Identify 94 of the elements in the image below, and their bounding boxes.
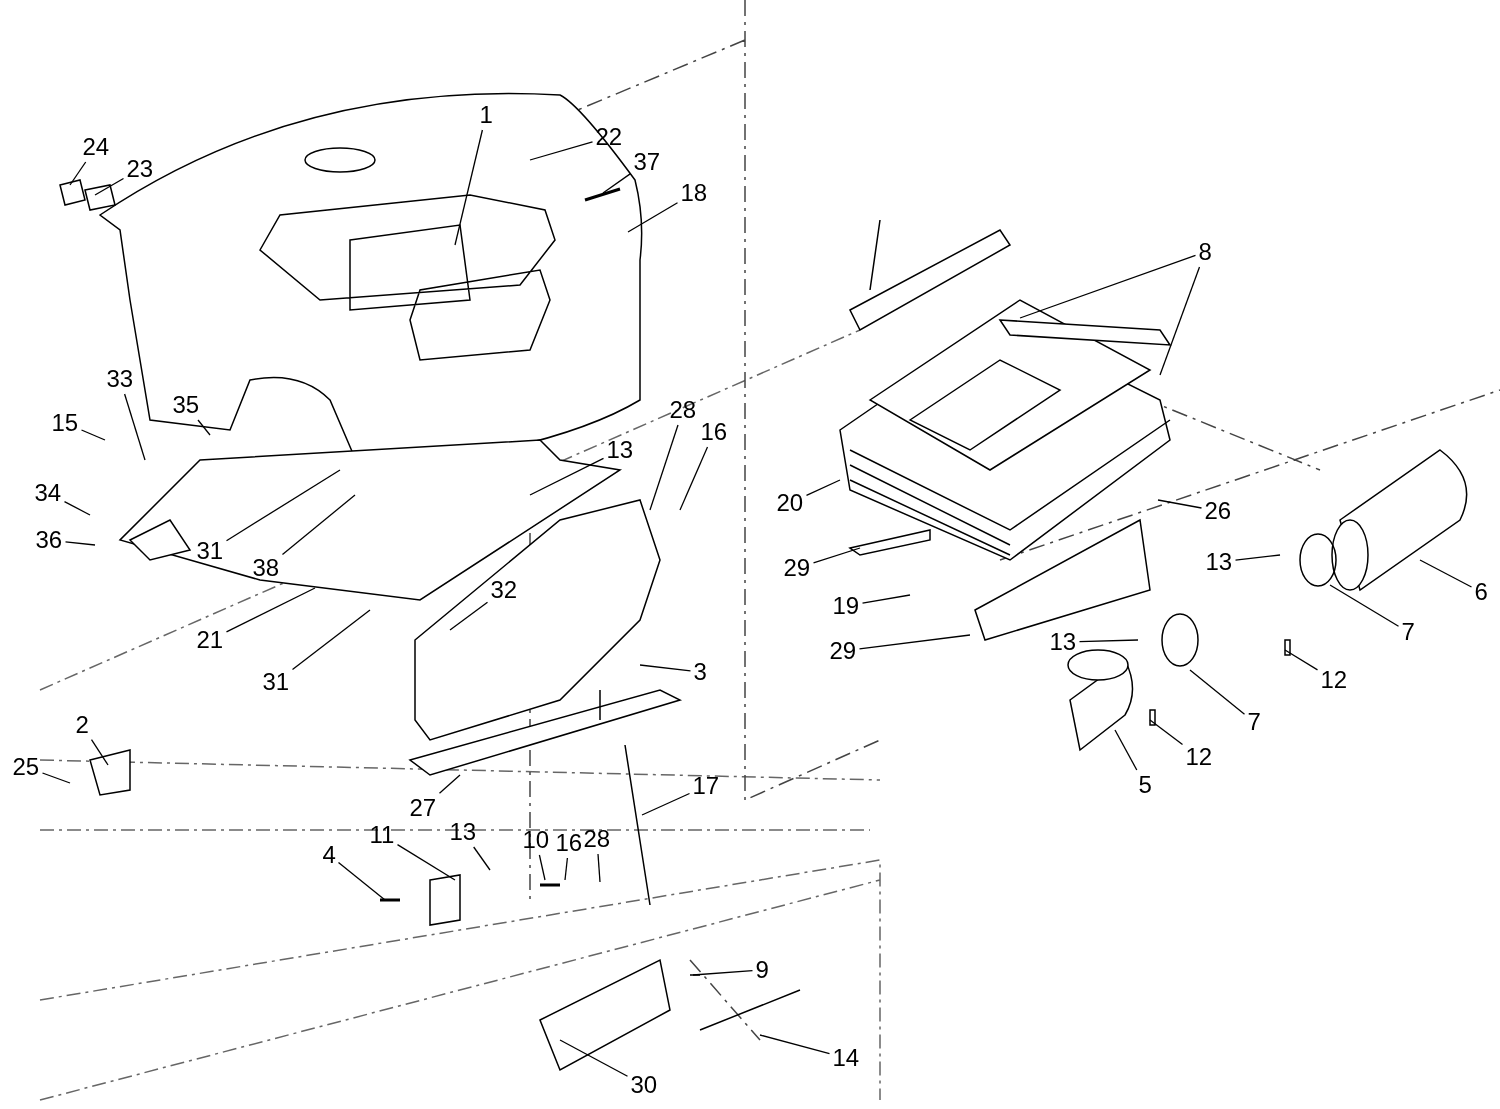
callout-number: 25 — [11, 754, 41, 780]
callout-number: 7 — [1246, 709, 1262, 735]
callout-number: 29 — [828, 638, 858, 664]
leader-line — [649, 424, 679, 511]
callout-number: 20 — [775, 490, 805, 516]
callout-number: 12 — [1319, 667, 1349, 693]
leader-line — [639, 664, 692, 672]
leader-line — [1114, 729, 1138, 771]
callout-number: 3 — [692, 659, 708, 685]
leader-line — [641, 792, 691, 816]
callout-number: 23 — [125, 156, 155, 182]
leader-line — [812, 547, 861, 564]
leader-line — [64, 541, 96, 546]
callout-number: 36 — [34, 527, 64, 553]
leader-line — [1019, 254, 1197, 319]
callout-number: 29 — [782, 555, 812, 581]
leader-line — [1284, 649, 1319, 671]
callout-number: 26 — [1203, 498, 1233, 524]
callout-number: 6 — [1473, 579, 1489, 605]
callout-number: 37 — [632, 149, 662, 175]
leader-line — [281, 494, 356, 556]
leader-line — [225, 469, 341, 542]
callout-number: 28 — [668, 397, 698, 423]
leader-line — [449, 601, 489, 631]
callout-number: 12 — [1184, 744, 1214, 770]
leader-line — [759, 1034, 831, 1055]
leader-line — [529, 141, 594, 161]
callout-number: 21 — [195, 627, 225, 653]
leader-line — [454, 129, 484, 246]
callout-number: 11 — [368, 822, 396, 848]
leader-line — [90, 738, 109, 766]
callout-number: 2 — [74, 712, 90, 738]
leader-line — [692, 970, 754, 976]
callout-number: 7 — [1400, 619, 1416, 645]
callout-number: 13 — [1048, 629, 1078, 655]
leader-line — [337, 861, 386, 901]
callout-number: 13 — [448, 819, 478, 845]
leader-line — [291, 609, 371, 671]
callout-number: 8 — [1197, 239, 1213, 265]
leader-line — [1419, 559, 1473, 588]
callout-number: 13 — [1204, 549, 1234, 575]
callout-number: 9 — [754, 957, 770, 983]
callout-number: 31 — [195, 538, 225, 564]
callout-number: 13 — [605, 437, 635, 463]
callout-number: 5 — [1137, 772, 1153, 798]
leader-line — [559, 1039, 629, 1077]
callout-number: 14 — [831, 1045, 861, 1071]
leader-line — [94, 177, 125, 196]
callout-number: 24 — [81, 134, 111, 160]
callout-number: 17 — [691, 773, 721, 799]
leader-line — [538, 854, 546, 881]
callout-number: 19 — [831, 593, 861, 619]
leader-line — [602, 172, 632, 194]
callout-number: 1 — [478, 102, 494, 128]
leader-line — [1234, 554, 1281, 561]
leader-line — [529, 457, 605, 496]
leader-line — [627, 202, 679, 233]
leader-line — [396, 843, 456, 881]
leader-line — [858, 634, 971, 650]
leader-line — [438, 774, 461, 794]
leader-line — [564, 857, 569, 881]
leader-line — [1157, 499, 1203, 509]
leader-line — [597, 853, 601, 883]
leader-line — [1159, 266, 1201, 376]
leader-line — [63, 500, 91, 516]
leader-line — [80, 429, 106, 441]
leader-line — [1329, 584, 1400, 627]
callout-number: 34 — [33, 480, 63, 506]
leader-line — [1189, 669, 1246, 715]
leader-line — [69, 161, 87, 186]
leader-line — [41, 772, 71, 784]
leader-line — [473, 846, 491, 871]
leader-line — [225, 587, 316, 633]
leader-line — [123, 393, 146, 461]
callout-number: 27 — [408, 795, 438, 821]
callout-number: 38 — [251, 555, 281, 581]
callout-number: 16 — [699, 419, 729, 445]
callout-number: 10 — [521, 827, 551, 853]
callout-number: 4 — [321, 842, 337, 868]
callout-number: 35 — [171, 392, 201, 418]
callout-number: 31 — [261, 669, 291, 695]
leader-line — [1149, 719, 1184, 746]
callout-number: 33 — [105, 366, 135, 392]
leader-line — [861, 594, 911, 604]
callout-number: 15 — [50, 410, 80, 436]
leader-line — [805, 479, 841, 497]
callout-number: 16 — [554, 830, 584, 856]
callout-number: 18 — [679, 180, 709, 206]
callout-number: 30 — [629, 1072, 659, 1098]
callout-number: 28 — [582, 826, 612, 852]
leader-line — [679, 446, 709, 511]
leader-line — [197, 419, 211, 436]
callout-number: 32 — [489, 577, 519, 603]
leader-line — [1078, 639, 1139, 643]
